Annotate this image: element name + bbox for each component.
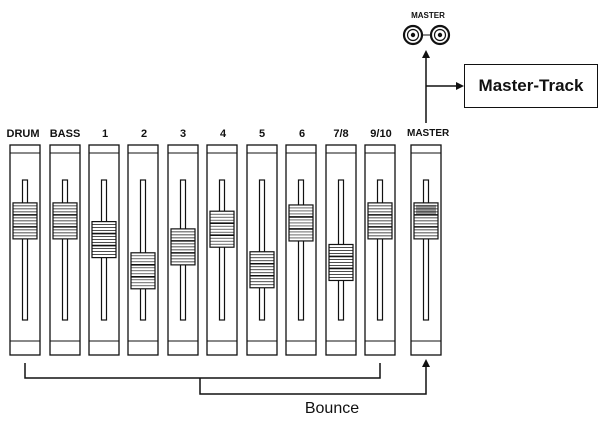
channel-strip-9: [364, 144, 396, 356]
channel-label-1: 1: [101, 128, 109, 140]
jack-center: [437, 32, 443, 38]
bounce-to-master-arrow: [199, 359, 430, 395]
channel-strip-4: [167, 144, 199, 356]
channel-label-5: 5: [258, 128, 266, 140]
fader-knob: [91, 221, 117, 259]
channel-label-7-8: 7/8: [333, 128, 349, 140]
channel-strip-8: [325, 144, 357, 356]
channel-strip-1: [49, 144, 81, 356]
fader-slot: [61, 179, 69, 321]
channel-label-drum: DRUM: [6, 128, 40, 140]
fader-slot: [422, 179, 430, 321]
fader-knob: [288, 204, 314, 242]
fader-knob: [367, 202, 393, 240]
fader-slot: [139, 179, 147, 321]
fader-slot: [258, 179, 266, 321]
master-track-box: Master-Track: [464, 64, 598, 108]
fader-knob: [52, 202, 78, 240]
master-track-label: Master-Track: [478, 76, 584, 95]
channel-label-6: 6: [298, 128, 306, 140]
bounce-bracket: [24, 363, 381, 379]
fader-slot: [218, 179, 226, 321]
output-jack-icon: [402, 24, 424, 46]
fader-slot: [21, 179, 29, 321]
channel-strip-2: [88, 144, 120, 356]
channel-label-bass: BASS: [49, 128, 81, 140]
bounce-label: Bounce: [304, 400, 360, 417]
fader-knob: [170, 228, 196, 266]
master-fader-knob: [413, 202, 439, 240]
channel-strip-0: [9, 144, 41, 356]
fader-knob: [12, 202, 38, 240]
fader-knob: [209, 210, 235, 248]
fader-knob: [328, 243, 354, 282]
fader-slot: [376, 179, 384, 321]
channel-strip-7: [285, 144, 317, 356]
master-output-label: MASTER: [411, 11, 445, 20]
channel-strip-3: [127, 144, 159, 356]
jack-center: [410, 32, 416, 38]
master-channel-strip: [410, 144, 442, 356]
fader-knob: [130, 252, 156, 290]
channel-strip-5: [206, 144, 238, 356]
channel-strip-6: [246, 144, 278, 356]
fader-cap-shade: [416, 204, 436, 215]
channel-label-3: 3: [179, 128, 187, 140]
channel-label-4: 4: [219, 128, 227, 140]
channel-label-2: 2: [140, 128, 148, 140]
output-jack-icon: [429, 24, 451, 46]
channel-label-9-10: 9/10: [370, 128, 392, 140]
fader-knob: [249, 251, 275, 289]
fader-slot: [297, 179, 305, 321]
channel-label-master: MASTER: [407, 128, 450, 139]
